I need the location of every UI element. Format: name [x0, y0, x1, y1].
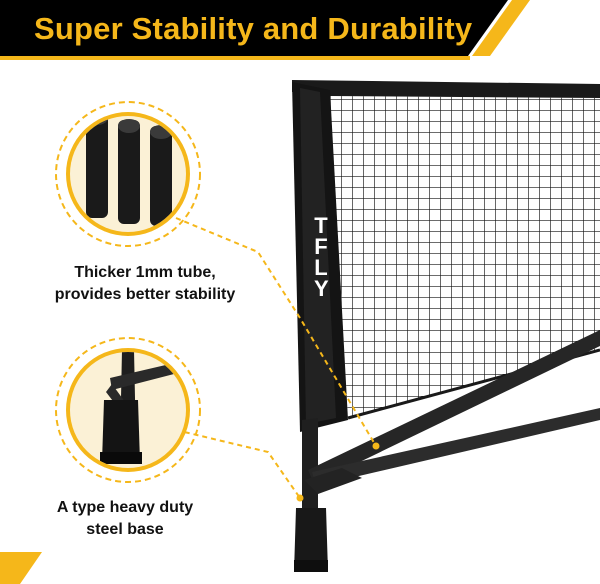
base-caption: A type heavy duty steel base: [0, 497, 250, 541]
banner-background: [0, 0, 530, 60]
title-banner: Super Stability and Durability: [0, 0, 600, 62]
base-foot: [294, 508, 328, 572]
base-caption-line2: steel base: [86, 521, 164, 538]
tube-caption-line1: Thicker 1mm tube,: [74, 264, 216, 281]
frame-base-diagonal: [304, 468, 362, 494]
brand-letter: T: [314, 213, 328, 238]
base-leader-dot: [296, 494, 304, 502]
base-caption-line1: A type heavy duty: [56, 499, 194, 516]
base-leader-line: [175, 429, 301, 499]
brand-letter: Y: [314, 276, 329, 301]
frame-pole: [302, 418, 318, 510]
corner-accent: [0, 552, 42, 584]
net-top-tape: [292, 80, 600, 98]
tubes-icon: [86, 116, 172, 226]
net-mesh: [330, 96, 600, 418]
base-callout-circle: [55, 337, 201, 483]
frame-brace-front: [312, 408, 600, 486]
base-foot-pad: [294, 560, 328, 572]
tube-caption-line2: provides better stability: [54, 286, 236, 303]
tube-caption: Thicker 1mm tube, provides better stabil…: [0, 262, 290, 306]
tube-leader-line: [175, 217, 377, 447]
brand-letter: F: [314, 234, 328, 259]
net-sleeve-shade: [300, 88, 336, 424]
frame-brace-rear: [308, 330, 600, 484]
steel-base-icon: [100, 352, 174, 464]
brand-letter: L: [314, 255, 328, 280]
banner-title: Super Stability and Durability: [34, 11, 473, 46]
tube-leader-dot: [372, 442, 380, 450]
tube-callout-circle: [55, 101, 201, 247]
brand-logo: T F L Y: [314, 213, 329, 301]
